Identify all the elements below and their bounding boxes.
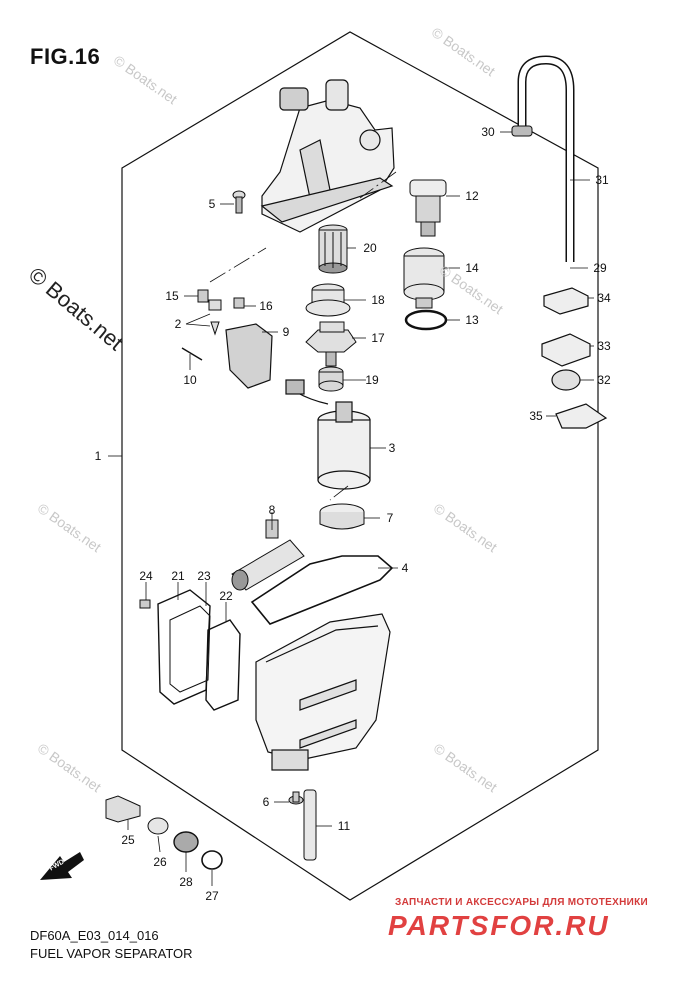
- callout-4[interactable]: 4: [401, 561, 409, 575]
- bolt-15: [197, 289, 209, 303]
- callout-26[interactable]: 26: [153, 855, 167, 869]
- guide-lines: [209, 171, 397, 501]
- o-ring-13: [404, 309, 448, 331]
- screw-6: [288, 791, 304, 805]
- clamp-34: [543, 287, 589, 315]
- gasket-22: [205, 619, 241, 711]
- grommet-32: [551, 369, 581, 391]
- callout-10[interactable]: 10: [183, 373, 197, 387]
- callout-7[interactable]: 7: [386, 511, 394, 525]
- float-chamber: [255, 613, 391, 771]
- callout-5[interactable]: 5: [208, 197, 216, 211]
- filter-8: [231, 519, 305, 591]
- sensor-2: [208, 299, 222, 336]
- filter-20: [318, 224, 348, 274]
- pin-10: [181, 347, 203, 361]
- callout-27[interactable]: 27: [205, 889, 219, 903]
- figure-name: FUEL VAPOR SEPARATOR: [30, 946, 193, 961]
- callout-14[interactable]: 14: [465, 261, 479, 275]
- assembly-outline: [121, 31, 599, 901]
- gasket-23: [169, 605, 211, 693]
- callout-23[interactable]: 23: [197, 569, 211, 583]
- part-19: [318, 366, 344, 392]
- screw-5: [232, 190, 246, 214]
- promo-tagline: ЗАПЧАСТИ И АКСЕССУАРЫ ДЛЯ МОТОТЕХНИКИ: [395, 897, 648, 908]
- promo-logo: PARTSFOR.RU: [388, 910, 610, 941]
- bushing-26: [147, 817, 169, 835]
- gasket-21: [157, 589, 211, 705]
- callout-30[interactable]: 30: [481, 125, 495, 139]
- part-7: [319, 503, 365, 530]
- callout-29[interactable]: 29: [593, 261, 607, 275]
- figure-code: DF60A_E03_014_016: [30, 928, 159, 943]
- callout-35[interactable]: 35: [529, 409, 543, 423]
- callout-15[interactable]: 15: [165, 289, 179, 303]
- leader-lines: [108, 131, 594, 886]
- callout-21[interactable]: 21: [171, 569, 185, 583]
- part-17: [305, 321, 357, 367]
- hose-31: [517, 55, 575, 262]
- washer-27: [201, 850, 223, 870]
- callout-8[interactable]: 8: [268, 503, 276, 517]
- callout-11[interactable]: 11: [337, 819, 351, 833]
- callout-16[interactable]: 16: [259, 299, 273, 313]
- part-14: [403, 247, 445, 309]
- callout-3[interactable]: 3: [388, 441, 396, 455]
- bolt-25: [105, 795, 141, 823]
- callout-13[interactable]: 13: [465, 313, 479, 327]
- callout-24[interactable]: 24: [139, 569, 153, 583]
- fuel-pump-3: [285, 379, 371, 490]
- callout-1[interactable]: 1: [94, 449, 102, 463]
- separator-top-cover: [260, 79, 395, 233]
- screw-24: [139, 599, 151, 609]
- tube-11: [303, 789, 317, 861]
- callout-18[interactable]: 18: [371, 293, 385, 307]
- bolt-16: [233, 297, 245, 309]
- callout-19[interactable]: 19: [365, 373, 379, 387]
- fwd-arrow: [40, 852, 84, 880]
- callout-31[interactable]: 31: [595, 173, 609, 187]
- callout-2[interactable]: 2: [174, 317, 182, 331]
- part-18: [305, 283, 351, 317]
- callout-32[interactable]: 32: [597, 373, 611, 387]
- clamp-35: [555, 403, 608, 429]
- bracket-9: [225, 323, 273, 389]
- callout-9[interactable]: 9: [282, 325, 290, 339]
- grommet-28: [173, 831, 199, 853]
- callout-28[interactable]: 28: [179, 875, 193, 889]
- callout-20[interactable]: 20: [363, 241, 377, 255]
- clamp-33: [541, 333, 591, 367]
- callout-25[interactable]: 25: [121, 833, 135, 847]
- callout-33[interactable]: 33: [597, 339, 611, 353]
- callout-6[interactable]: 6: [262, 795, 270, 809]
- part-12: [409, 179, 447, 237]
- callout-34[interactable]: 34: [597, 291, 611, 305]
- clip-30: [511, 125, 533, 137]
- callout-17[interactable]: 17: [371, 331, 385, 345]
- callout-12[interactable]: 12: [465, 189, 479, 203]
- figure-title: FIG.16: [30, 44, 101, 69]
- callout-22[interactable]: 22: [219, 589, 233, 603]
